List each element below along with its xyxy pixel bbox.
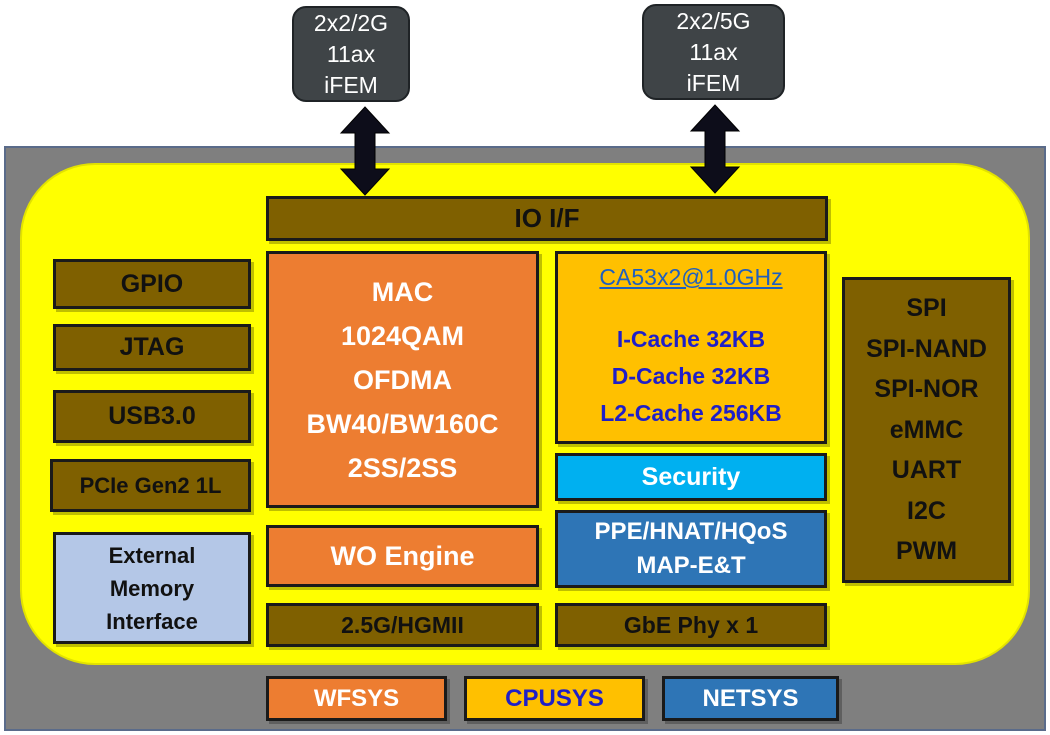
right-line-7: PWM bbox=[895, 537, 958, 566]
mac-line-1: MAC bbox=[371, 276, 434, 307]
legend-netsys-label: NETSYS bbox=[702, 684, 799, 712]
right-line-1: SPI bbox=[906, 294, 947, 323]
mac-line-4: BW40/BW160C bbox=[306, 408, 499, 439]
cpu-core-label: CA53x2@1.0GHz bbox=[599, 264, 783, 290]
legend-netsys: NETSYS bbox=[662, 676, 839, 721]
fem-5g-block: 2x2/5G 11ax iFEM bbox=[642, 4, 785, 100]
fem-2g-line-3: iFEM bbox=[324, 71, 378, 98]
security-block: Security bbox=[555, 453, 827, 501]
storage-io-block: SPI SPI-NAND SPI-NOR eMMC UART I2C PWM bbox=[842, 277, 1011, 583]
i-cache-label: I-Cache 32KB bbox=[616, 326, 766, 352]
mac-block: MAC 1024QAM OFDMA BW40/BW160C 2SS/2SS bbox=[266, 251, 539, 508]
wo-engine-label: WO Engine bbox=[330, 540, 475, 571]
external-memory-block: External Memory Interface bbox=[53, 532, 251, 644]
fem-5g-line-3: iFEM bbox=[686, 69, 741, 96]
legend-wfsys-label: WFSYS bbox=[313, 684, 400, 712]
l2-cache-label: L2-Cache 256KB bbox=[600, 400, 782, 426]
fem-2g-line-2: 11ax bbox=[326, 40, 376, 67]
mac-line-3: OFDMA bbox=[353, 364, 452, 395]
fem-2g-block: 2x2/2G 11ax iFEM bbox=[292, 6, 410, 102]
arrow-5g-bidirectional bbox=[689, 104, 741, 194]
d-cache-label: D-Cache 32KB bbox=[611, 363, 771, 389]
gbe-phy-block: GbE Phy x 1 bbox=[555, 603, 827, 647]
ext-mem-line-2: Memory bbox=[109, 575, 195, 601]
pcie-block: PCIe Gen2 1L bbox=[50, 459, 251, 512]
jtag-block: JTAG bbox=[53, 324, 251, 371]
io-if-bar: IO I/F bbox=[266, 196, 828, 241]
hgmii-block: 2.5G/HGMII bbox=[266, 603, 539, 647]
right-line-5: UART bbox=[891, 456, 962, 485]
right-line-6: I2C bbox=[907, 496, 946, 525]
legend-cpusys-label: CPUSYS bbox=[505, 684, 604, 712]
jtag-label: JTAG bbox=[119, 333, 185, 361]
mac-line-5: 2SS/2SS bbox=[347, 452, 458, 483]
pcie-label: PCIe Gen2 1L bbox=[79, 472, 222, 498]
usb-block: USB3.0 bbox=[53, 390, 251, 443]
legend-wfsys: WFSYS bbox=[266, 676, 447, 721]
netsys-line-2: MAP-E&T bbox=[636, 552, 746, 579]
ext-mem-line-3: Interface bbox=[106, 608, 198, 634]
cpu-block: CA53x2@1.0GHz I-Cache 32KB D-Cache 32KB … bbox=[555, 251, 827, 444]
fem-2g-line-1: 2x2/2G bbox=[313, 9, 389, 36]
wo-engine-block: WO Engine bbox=[266, 525, 539, 587]
right-line-2: SPI-NAND bbox=[866, 334, 987, 363]
ext-mem-line-1: External bbox=[108, 542, 196, 568]
fem-5g-line-2: 11ax bbox=[689, 38, 738, 65]
gpio-block: GPIO bbox=[53, 259, 251, 309]
gbe-phy-label: GbE Phy x 1 bbox=[623, 611, 759, 638]
netsys-line-1: PPE/HNAT/HQoS bbox=[594, 518, 788, 545]
netsys-block: PPE/HNAT/HQoS MAP-E&T bbox=[555, 510, 827, 588]
right-line-4: eMMC bbox=[889, 415, 964, 444]
hgmii-label: 2.5G/HGMII bbox=[341, 611, 464, 638]
arrow-2g-bidirectional bbox=[339, 106, 391, 196]
usb-label: USB3.0 bbox=[108, 402, 196, 430]
legend-cpusys: CPUSYS bbox=[464, 676, 645, 721]
fem-5g-line-1: 2x2/5G bbox=[676, 7, 751, 34]
io-if-label: IO I/F bbox=[514, 203, 580, 233]
security-label: Security bbox=[641, 462, 741, 491]
mac-line-2: 1024QAM bbox=[340, 320, 465, 351]
right-line-3: SPI-NOR bbox=[874, 375, 979, 404]
gpio-label: GPIO bbox=[120, 269, 184, 298]
